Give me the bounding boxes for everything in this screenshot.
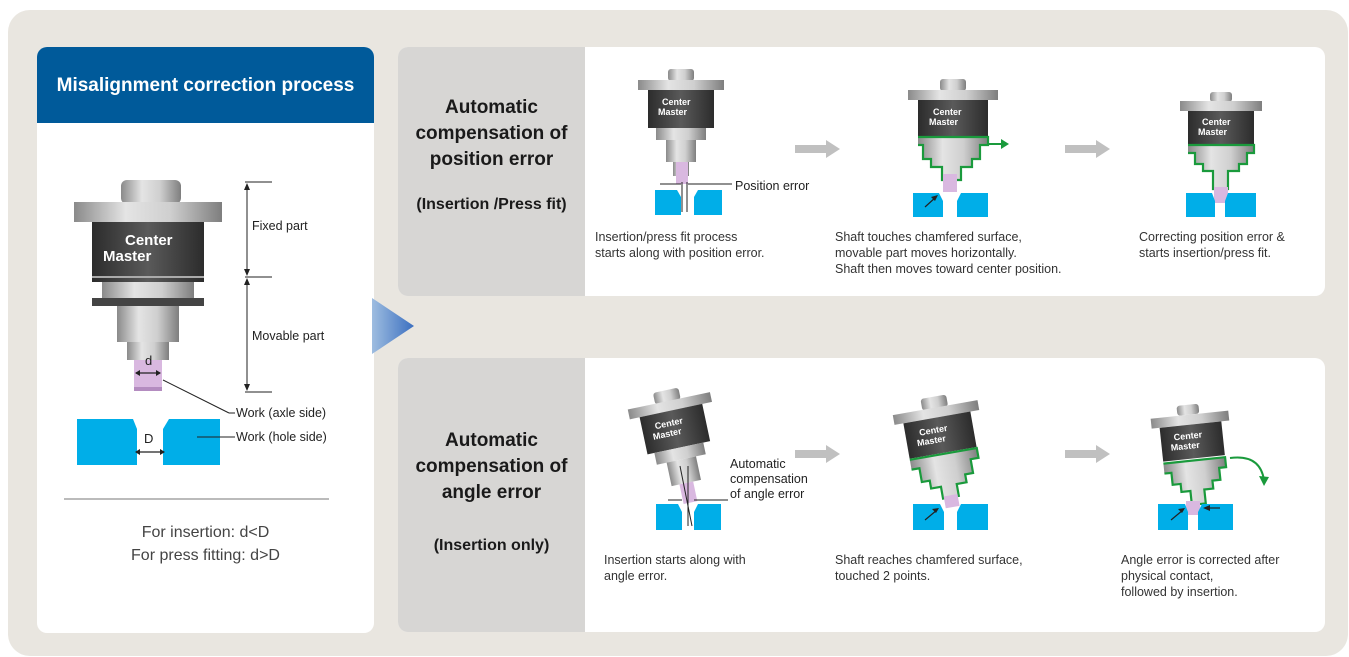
position-subtitle: (Insertion /Press fit) (416, 196, 567, 213)
flange (74, 202, 222, 222)
card-title: Misalignment correction process (56, 74, 355, 96)
collar (102, 282, 194, 298)
formula-insertion: For insertion: d<D (141, 524, 270, 541)
angle-subtitle: (Insertion only) (433, 537, 550, 554)
position-title: Automatic compensation of position error (415, 97, 568, 170)
position-step2-caption: Shaft touches chamfered surface, movable… (835, 230, 1062, 276)
body (92, 222, 204, 282)
flow-arrow (1065, 445, 1110, 463)
position-steps-diagram: Center Master Center Master (638, 69, 1262, 217)
device-diagram: Center Master d D Fixed part Movable par… (64, 180, 329, 500)
step3-device: Center Master (1150, 403, 1230, 507)
svg-text:Master: Master (1170, 440, 1200, 453)
position-error-callout: Position error (735, 179, 810, 193)
step1-device: Center Master (627, 388, 712, 504)
svg-text:Center: Center (662, 97, 691, 107)
angle-title: Automatic compensation of angle error (415, 430, 568, 503)
D-label: D (144, 431, 153, 446)
top-knob (121, 180, 181, 204)
formula-press-fit: For press fitting: d>D (131, 547, 280, 564)
stripe (92, 298, 204, 306)
d-label: d (145, 353, 152, 368)
angle-error-panel: Automatic compensation of angle error (I… (398, 358, 1325, 632)
step2-device: Center Master (908, 79, 1009, 217)
flow-arrow (1065, 140, 1110, 158)
angle-error-callout: Automatic compensation of angle error (730, 457, 808, 501)
movable-body (117, 306, 179, 342)
angle-step2-caption: Shaft reaches chamfered surface, touched… (835, 553, 1023, 583)
position-error-panel: Automatic compensation of position error… (398, 47, 1325, 296)
neck (127, 342, 169, 360)
svg-text:Center: Center (1202, 117, 1231, 127)
svg-text:Master: Master (1198, 127, 1228, 137)
movable-part-label: Movable part (252, 329, 325, 343)
step2-device: Center Master (892, 394, 980, 509)
position-step3-caption: Correcting position error & starts inser… (1139, 230, 1285, 260)
svg-text:Master: Master (929, 117, 959, 127)
flow-arrow (795, 140, 840, 158)
work-axle-label: Work (axle side) (236, 406, 326, 420)
flow-arrow-large (372, 298, 414, 354)
svg-text:Center: Center (1173, 429, 1203, 442)
work-hole-left (77, 419, 137, 465)
angle-steps-diagram: Center Master Center Master (627, 388, 1269, 530)
panel-side (398, 47, 585, 296)
svg-text:Master: Master (658, 107, 688, 117)
logo-line2: Master (103, 248, 152, 265)
work-hole-right (163, 419, 220, 465)
misalignment-card: Misalignment correction process Center M… (37, 47, 374, 633)
angle-step1-caption: Insertion starts along with angle error. (604, 553, 746, 583)
panel-side (398, 358, 585, 632)
step3-device: Center Master (1180, 92, 1262, 217)
card-header: Misalignment correction process (37, 47, 374, 123)
svg-text:Center: Center (918, 423, 948, 438)
angle-step3-caption: Angle error is corrected after physical … (1121, 553, 1280, 599)
logo-line1: Center (125, 232, 173, 249)
fixed-part-label: Fixed part (252, 219, 308, 233)
flow-arrow (795, 445, 840, 463)
position-step1-caption: Insertion/press fit process starts along… (595, 230, 765, 260)
work-hole-label: Work (hole side) (236, 430, 327, 444)
svg-text:Center: Center (933, 107, 962, 117)
step1-device: Center Master (638, 69, 732, 215)
